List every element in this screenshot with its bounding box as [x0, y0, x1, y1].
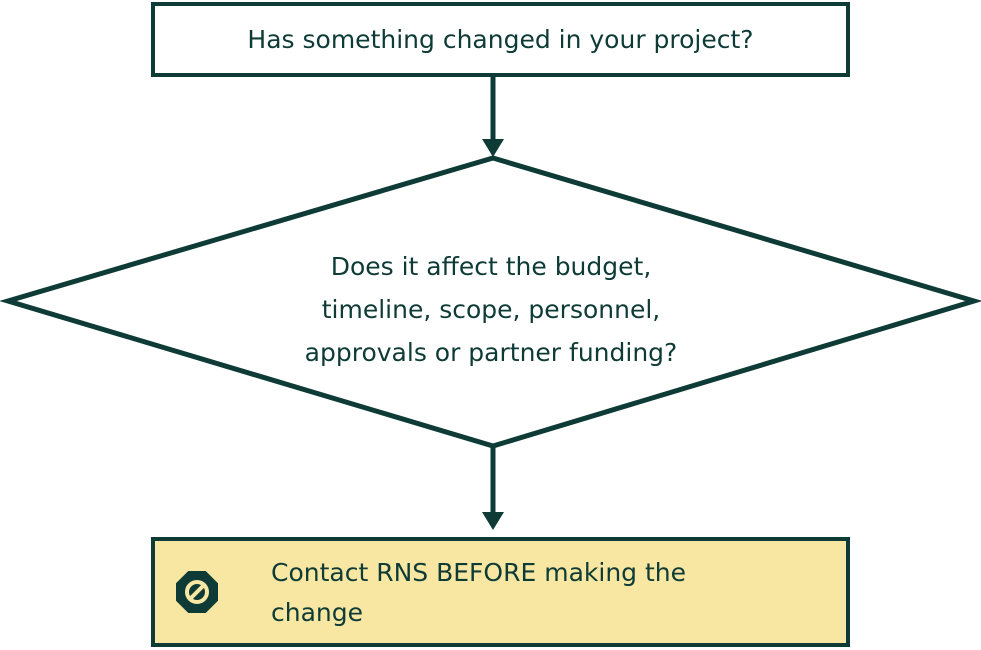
arrowhead-bottom — [482, 512, 504, 530]
decision-line: timeline, scope, personnel, — [321, 295, 661, 324]
outcome-box: Contact RNS BEFORE making the change — [151, 537, 850, 647]
decision-line: approvals or partner funding? — [304, 338, 678, 367]
decision-line: Does it affect the budget, — [330, 252, 652, 281]
outcome-line: Contact RNS BEFORE making the — [271, 558, 687, 587]
decision-text: Does it affect the budget, timeline, sco… — [246, 245, 736, 374]
start-box: Has something changed in your project? — [151, 2, 850, 77]
outcome-line: change — [271, 598, 364, 627]
stop-icon — [176, 571, 218, 613]
start-box-text: Has something changed in your project? — [247, 25, 754, 54]
outcome-text: Contact RNS BEFORE making the change — [271, 553, 831, 633]
arrowhead-top — [482, 139, 504, 157]
